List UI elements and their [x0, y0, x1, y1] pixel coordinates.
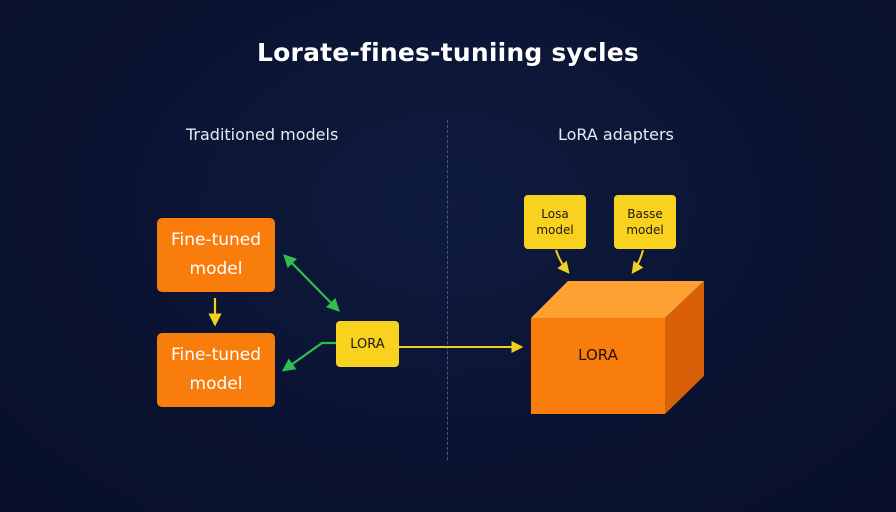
cube-label: LORA	[578, 346, 618, 364]
basse-model-tag: Basse model	[614, 195, 676, 249]
fine-tuned-model-bottom: Fine-tuned model	[157, 333, 275, 407]
left-section-label: Traditioned models	[186, 125, 339, 144]
bidirectional-arrow	[283, 254, 340, 312]
right-section-label: LoRA adapters	[558, 125, 674, 144]
fine-tuned-model-top: Fine-tuned model	[157, 218, 275, 292]
basse-tag-arrow	[631, 249, 644, 274]
section-divider	[447, 120, 448, 460]
cube-side-face	[665, 281, 704, 414]
losa-model-tag: Losa model	[524, 195, 586, 249]
cube-top-face	[531, 281, 704, 318]
lora-box: LORA	[336, 321, 399, 367]
cube-front-face	[531, 318, 665, 414]
lora-cube	[531, 281, 704, 414]
diagram-title: Lorate-fines-tuniing sycles	[257, 38, 639, 67]
losa-tag-arrow	[555, 249, 570, 274]
lora-to-bottom-arrow	[281, 341, 336, 372]
